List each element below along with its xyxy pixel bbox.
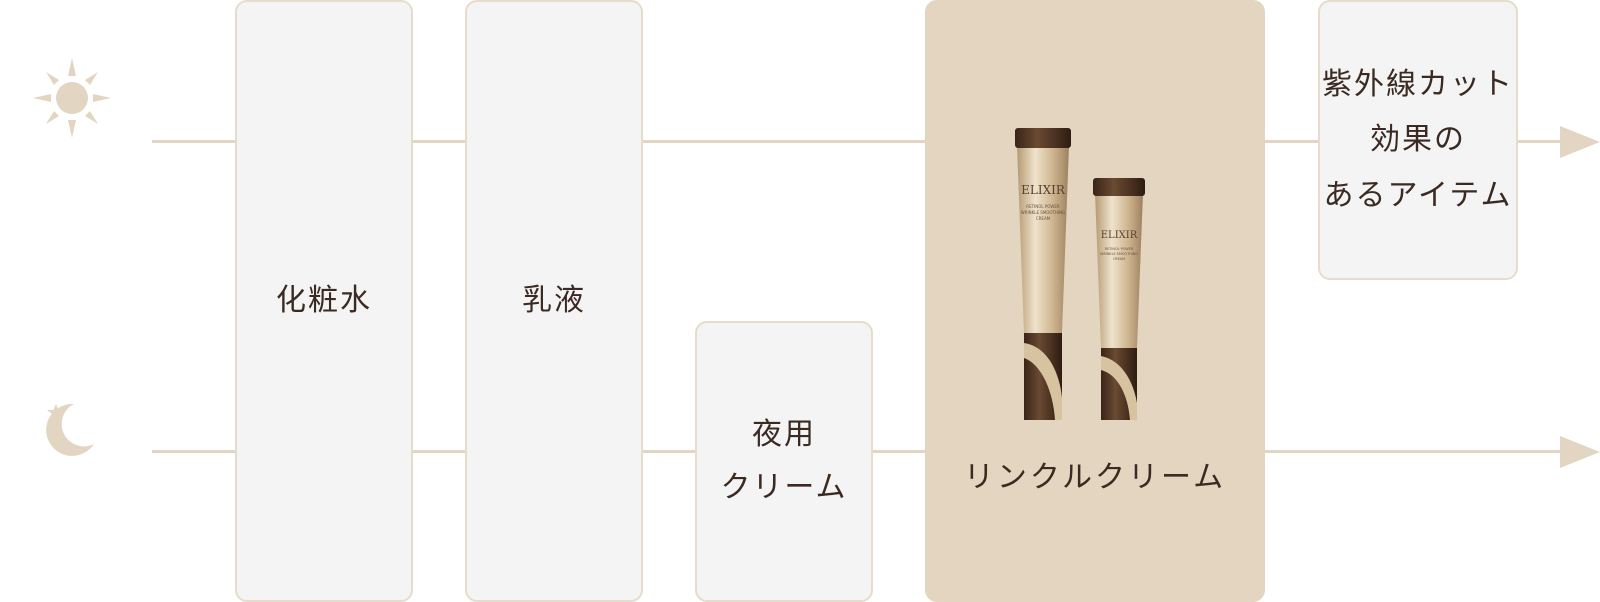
small-tube-brand: ELIXIR (1101, 230, 1138, 241)
step-uv-item: 紫外線カット 効果の あるアイテム (1318, 0, 1518, 280)
large-tube-line3: CREAM (1036, 216, 1051, 221)
step-night-cream: 夜用 クリーム (695, 321, 873, 602)
step-emulsion: 乳液 (465, 0, 643, 602)
step-lotion-label: 化粧水 (276, 282, 372, 318)
large-tube-line2: WRINKLE SMOOTHING (1021, 210, 1066, 215)
large-tube (1017, 146, 1069, 333)
small-tube-line1: RETINOL POWER (1105, 247, 1134, 251)
step-wrinkle-cream-label: リンクルクリーム (963, 460, 1227, 495)
product-image: ELIXIR RETINOL POWER WRINKLE SMOOTHING C… (1015, 128, 1145, 420)
morning-flow-line (152, 140, 1572, 143)
step-wrinkle-cream: ELIXIR RETINOL POWER WRINKLE SMOOTHING C… (925, 0, 1265, 602)
large-tube-line1: RETINOL POWER (1026, 204, 1060, 209)
step-lotion: 化粧水 (235, 0, 413, 602)
moon-star-icon (46, 403, 94, 456)
small-tube-line3: CREAM (1113, 257, 1125, 261)
sun-icon (33, 58, 111, 138)
large-tube-brand: ELIXIR (1021, 183, 1066, 197)
small-tube (1095, 193, 1143, 348)
step-night-cream-label: 夜用 クリーム (720, 417, 848, 505)
night-arrow-icon (1560, 436, 1600, 468)
morning-arrow-icon (1560, 126, 1600, 158)
small-tube-line2: WRINKLE SMOOTHING (1100, 252, 1138, 256)
step-emulsion-label: 乳液 (522, 282, 586, 318)
step-uv-item-label: 紫外線カット 効果の あるアイテム (1322, 66, 1514, 213)
